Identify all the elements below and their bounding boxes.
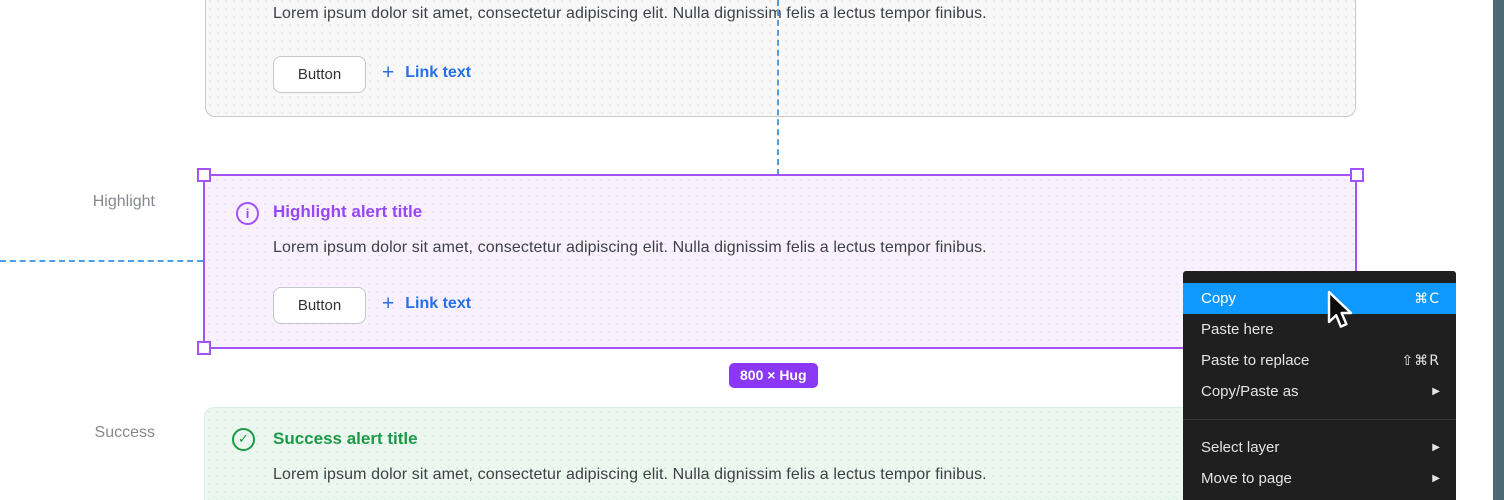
menu-item-shortcut: ⌘C (1414, 290, 1440, 307)
section-label-highlight[interactable]: Highlight (92, 193, 155, 210)
menu-item-label: Move to page (1201, 470, 1292, 487)
menu-item-label: Paste here (1201, 321, 1274, 338)
info-circle-icon: i (236, 202, 259, 225)
button-label: Button (297, 66, 342, 83)
link-label: Link text (405, 294, 472, 312)
selection-size-badge: 800 × Hug (729, 363, 818, 388)
menu-item-shortcut: ⇧⌘R (1401, 352, 1440, 369)
plus-icon: + (382, 292, 395, 315)
submenu-arrow-icon: ▶ (1432, 386, 1440, 397)
top-alert-button[interactable]: Button (273, 56, 366, 93)
highlight-alert-link[interactable]: + Link text (382, 293, 471, 314)
menu-separator (1183, 419, 1456, 420)
section-label-success[interactable]: Success (94, 424, 155, 441)
info-glyph: i (245, 206, 250, 221)
success-alert-body-text: Lorem ipsum dolor sit amet, consectetur … (273, 466, 987, 483)
highlight-alert-title: Highlight alert title (273, 202, 423, 221)
selection-handle-bottom-left[interactable] (197, 341, 211, 355)
menu-item-paste-to-replace[interactable]: Paste to replace ⇧⌘R (1183, 345, 1456, 376)
menu-item-paste-here[interactable]: Paste here (1183, 314, 1456, 345)
menu-item-copy[interactable]: Copy ⌘C (1183, 283, 1456, 314)
highlight-alert-button[interactable]: Button (273, 287, 366, 324)
menu-item-move-to-page[interactable]: Move to page ▶ (1183, 463, 1456, 494)
success-alert-title: Success alert title (273, 429, 418, 448)
right-panel-edge (1493, 0, 1504, 500)
button-label: Button (297, 297, 342, 314)
selection-handle-top-left[interactable] (197, 168, 211, 182)
link-label: Link text (405, 63, 472, 81)
submenu-arrow-icon: ▶ (1432, 442, 1440, 453)
submenu-arrow-icon: ▶ (1432, 473, 1440, 484)
mouse-cursor-icon (1326, 290, 1354, 337)
menu-item-select-layer[interactable]: Select layer ▶ (1183, 432, 1456, 463)
selection-handle-top-right[interactable] (1350, 168, 1364, 182)
success-alert-card[interactable] (204, 407, 1357, 500)
top-alert-body-text: Lorem ipsum dolor sit amet, consectetur … (273, 5, 987, 22)
menu-item-label: Copy (1201, 290, 1237, 307)
horizontal-guide-line (0, 260, 203, 262)
check-glyph: ✓ (238, 432, 249, 447)
plus-icon: + (382, 61, 395, 84)
menu-item-label: Paste to replace (1201, 352, 1310, 369)
check-circle-icon: ✓ (232, 428, 255, 451)
context-menu: Copy ⌘C Paste here Paste to replace ⇧⌘R … (1183, 271, 1456, 500)
highlight-alert-body-text: Lorem ipsum dolor sit amet, consectetur … (273, 239, 987, 256)
top-alert-card[interactable] (205, 0, 1356, 117)
vertical-guide-line (777, 0, 779, 175)
highlight-alert-card[interactable] (203, 174, 1357, 349)
top-alert-link[interactable]: + Link text (382, 62, 471, 83)
menu-item-label: Select layer (1201, 439, 1280, 456)
menu-item-copy-paste-as[interactable]: Copy/Paste as ▶ (1183, 376, 1456, 407)
menu-item-label: Copy/Paste as (1201, 383, 1299, 400)
